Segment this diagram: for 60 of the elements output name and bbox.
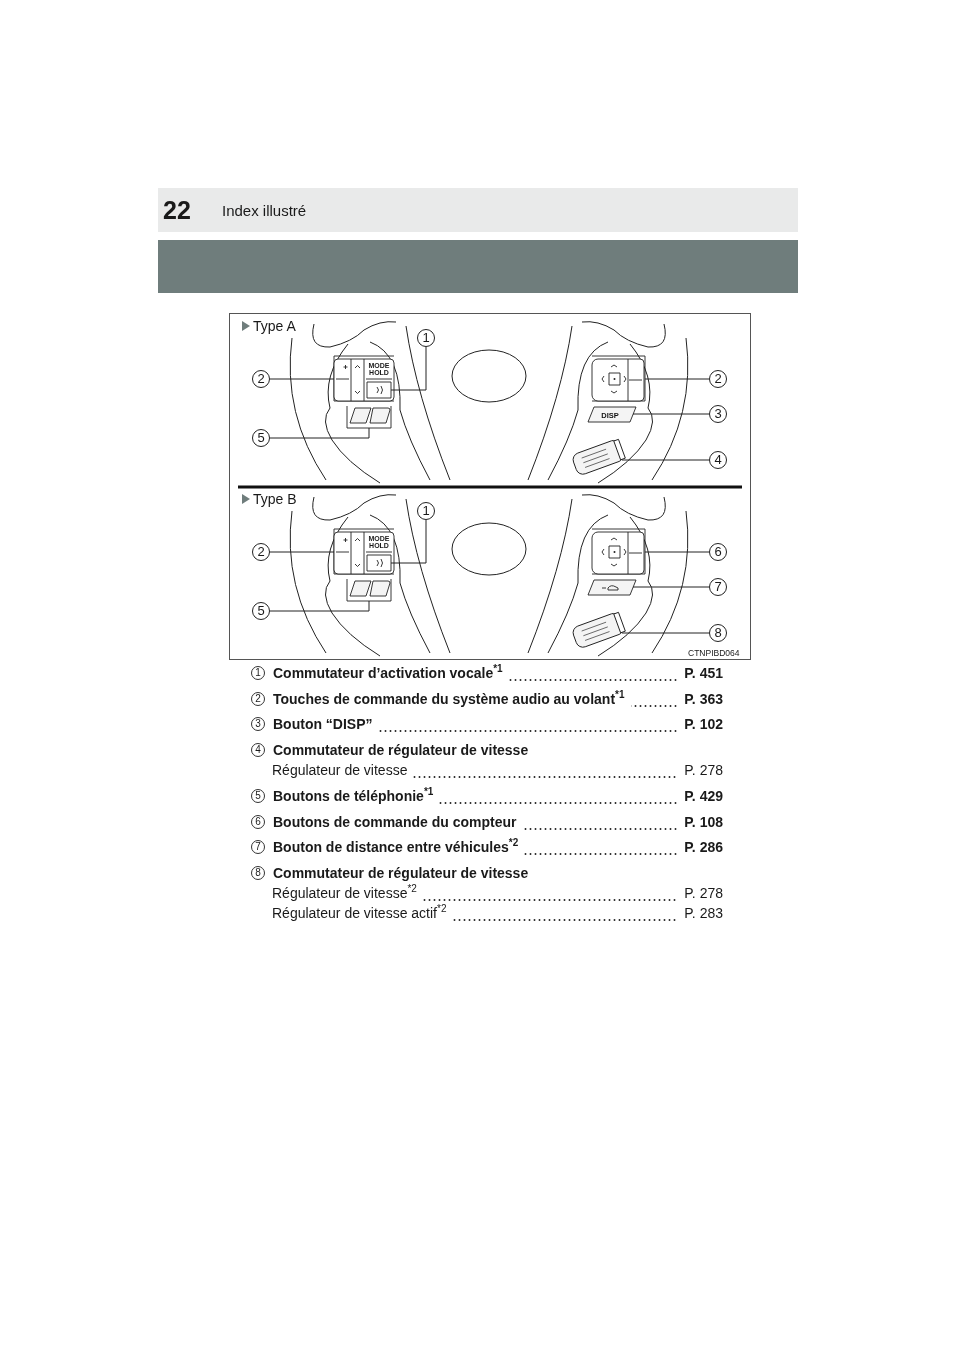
callout-number: 1 (417, 502, 435, 520)
leader-line (269, 600, 370, 612)
control-panel (333, 355, 395, 402)
leader-line (644, 378, 710, 380)
voice-button (366, 381, 392, 399)
cruise-control-lever (572, 611, 626, 648)
entry-text: Commutateur d’activation vocale$^{*1}$ (273, 665, 679, 682)
leader-line (269, 427, 370, 439)
callout-number: 7 (709, 578, 727, 596)
callout-number: 2 (709, 370, 727, 388)
page-reference: P. 286 (684, 839, 723, 856)
entry-text: Bouton de distance entre véhicules$^{*2}$ (273, 839, 679, 856)
entry-text: Commutateur de régulateur de vitesse (273, 742, 529, 759)
distance-button (587, 579, 637, 596)
page-reference: P. 451 (684, 665, 723, 682)
entry-text: Boutons de téléphonie$^{*1}$ (273, 788, 679, 805)
leader-line (644, 551, 710, 553)
section-label: Type B (253, 491, 297, 507)
callout-number: 5 (252, 602, 270, 620)
callout-number: 4 (709, 451, 727, 469)
phone-buttons (346, 578, 392, 602)
callout-number: 2 (252, 543, 270, 561)
image-code: CTNPIBD064 (688, 648, 740, 658)
entry-text: Boutons de commande du compteur (273, 814, 679, 831)
control-panel (591, 528, 646, 575)
callout-number: 1 (417, 329, 435, 347)
callout-number: 3 (709, 405, 727, 423)
control-panel (591, 355, 646, 402)
page-reference: P. 278 (684, 885, 723, 902)
page-reference: P. 363 (684, 691, 723, 708)
page-reference: P. 429 (684, 788, 723, 805)
entry-text: Commutateur de régulateur de vitesse (273, 865, 529, 882)
leader-line (621, 459, 710, 461)
page-title: Index illustré (222, 202, 307, 220)
callout-number: 5 (252, 429, 270, 447)
leader-line (632, 413, 710, 415)
entry-text: Régulateur de vitesse (272, 762, 679, 779)
entry-text: Touches de commande du système audio au volant$^{*1}$ (273, 691, 679, 708)
control-panel (333, 528, 395, 575)
leader-line (390, 346, 427, 391)
page-reference: P. 278 (684, 762, 723, 779)
leader-line (269, 551, 335, 553)
callout-number: 6 (709, 543, 727, 561)
page-number: 22 (163, 196, 191, 224)
cruise-control-lever (572, 438, 626, 475)
section-label: Type A (253, 318, 296, 334)
phone-buttons (346, 405, 392, 429)
leader-line (632, 586, 710, 588)
page-reference: P. 102 (684, 716, 723, 733)
entry-text: Régulateur de vitesse actif$^{*2}$ (272, 905, 679, 922)
page-reference: P. 283 (684, 905, 723, 922)
callout-number: 2 (252, 370, 270, 388)
leader-line (390, 519, 427, 564)
entry-text: Régulateur de vitesse$^{*2}$ (272, 885, 679, 902)
voice-button (366, 554, 392, 572)
leader-line (621, 632, 710, 634)
callout-number: 8 (709, 624, 727, 642)
leader-line (269, 378, 335, 380)
entry-text: Bouton “DISP” (273, 716, 679, 733)
page-reference: P. 108 (684, 814, 723, 831)
